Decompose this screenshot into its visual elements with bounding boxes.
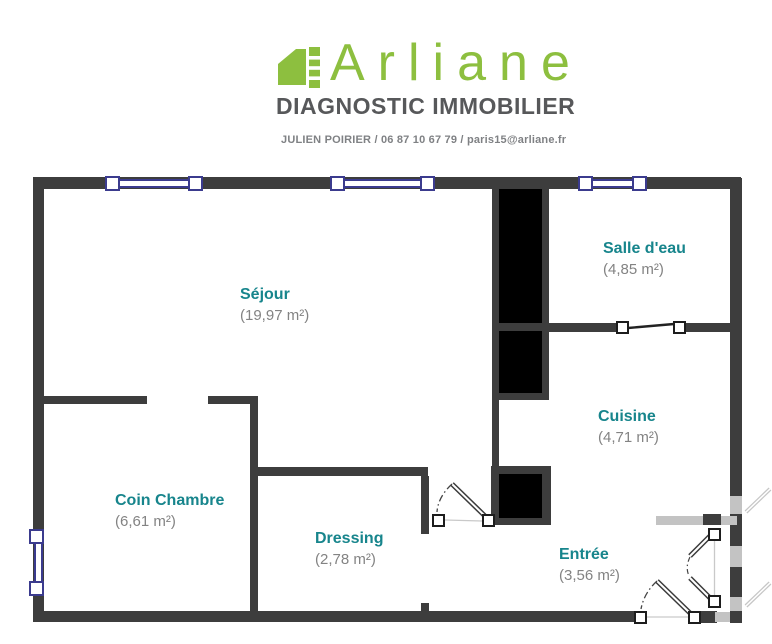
room-name: Coin Chambre — [115, 492, 225, 509]
room-name: Cuisine — [598, 408, 656, 425]
brand-tagline: DIAGNOSTIC IMMOBILIER — [276, 93, 576, 119]
room-name: Entrée — [559, 546, 609, 563]
window-4-jamb-bottom — [29, 581, 44, 596]
wall-shaft-right — [542, 188, 549, 400]
wall-chambre-right — [250, 396, 258, 613]
window-3-jamb-right — [632, 176, 647, 191]
window-2-jamb-right — [420, 176, 435, 191]
window-1-glazing — [120, 179, 188, 188]
room-area: (4,71 m²) — [598, 429, 659, 446]
wall-right — [730, 178, 742, 496]
wall-right-gray-1 — [730, 496, 742, 514]
wall-dressing-right-stub — [421, 476, 429, 534]
window-4-jamb-top — [29, 529, 44, 544]
room-area: (6,61 m²) — [115, 513, 176, 530]
room-label-salledeau: Salle d'eau (4,85 m²) — [603, 240, 686, 278]
wall-sejour-chambre-a — [33, 396, 147, 404]
room-area: (2,78 m²) — [315, 551, 376, 568]
room-name: Salle d'eau — [603, 240, 686, 257]
shaft-black-3 — [499, 474, 542, 518]
room-label-entree: Entrée (3,56 m²) — [559, 546, 620, 584]
window-3-jamb-left — [578, 176, 593, 191]
room-label-cuisine: Cuisine (4,71 m²) — [598, 408, 659, 446]
wall-bottom — [33, 611, 641, 622]
room-label-sejour: Séjour (19,97 m²) — [240, 286, 310, 324]
entrance-door-jamb-right — [688, 611, 701, 624]
salledeau-door-jamb-left — [616, 321, 629, 334]
contact-line: JULIEN POIRIER / 06 87 10 67 79 / paris1… — [281, 134, 567, 146]
entrance-door-jamb-left — [634, 611, 647, 624]
wall-shaft-sep-2 — [492, 393, 549, 400]
wall-dressing-bottom-stub — [421, 603, 429, 613]
brand-name: Arliane — [330, 34, 583, 92]
room-area: (4,85 m²) — [603, 261, 664, 278]
window-1-jamb-left — [105, 176, 120, 191]
shaft-black-2 — [499, 331, 542, 393]
salledeau-door-jamb-right — [673, 321, 686, 334]
corridor-door-jamb-left — [432, 514, 445, 527]
window-4-glazing — [34, 544, 43, 581]
wall-bottom-right-gray — [715, 612, 732, 622]
shaft-black-1 — [499, 189, 542, 323]
wall-shaft-sep-1 — [492, 323, 549, 331]
closet-door-jamb-bottom — [708, 595, 721, 608]
wall-right-gray-2 — [730, 546, 742, 567]
entree-partition-gray — [656, 516, 737, 525]
entree-partition-dark — [703, 514, 721, 525]
window-3-glazing — [593, 179, 632, 188]
wall-salledeau-bottom-a — [549, 323, 616, 332]
wall-right-4 — [730, 611, 742, 623]
corridor-door-jamb-right — [482, 514, 495, 527]
window-2-jamb-left — [330, 176, 345, 191]
wall-right-3 — [730, 567, 742, 597]
window-1-jamb-right — [188, 176, 203, 191]
wall-right-gray-3 — [730, 597, 742, 611]
wall-dressing-top — [250, 467, 428, 476]
room-area: (3,56 m²) — [559, 567, 620, 584]
wall-salledeau-bottom-b — [685, 323, 741, 332]
closet-door-jamb-top — [708, 528, 721, 541]
room-label-dressing: Dressing (2,78 m²) — [315, 530, 384, 568]
arliane-logo-icon — [278, 47, 320, 88]
room-name: Séjour — [240, 286, 290, 303]
room-name: Dressing — [315, 530, 384, 547]
room-label-chambre: Coin Chambre (6,61 m²) — [115, 492, 225, 530]
wall-sejour-chambre-b — [208, 396, 258, 404]
room-area: (19,97 m²) — [240, 307, 310, 324]
window-2-glazing — [345, 179, 420, 188]
